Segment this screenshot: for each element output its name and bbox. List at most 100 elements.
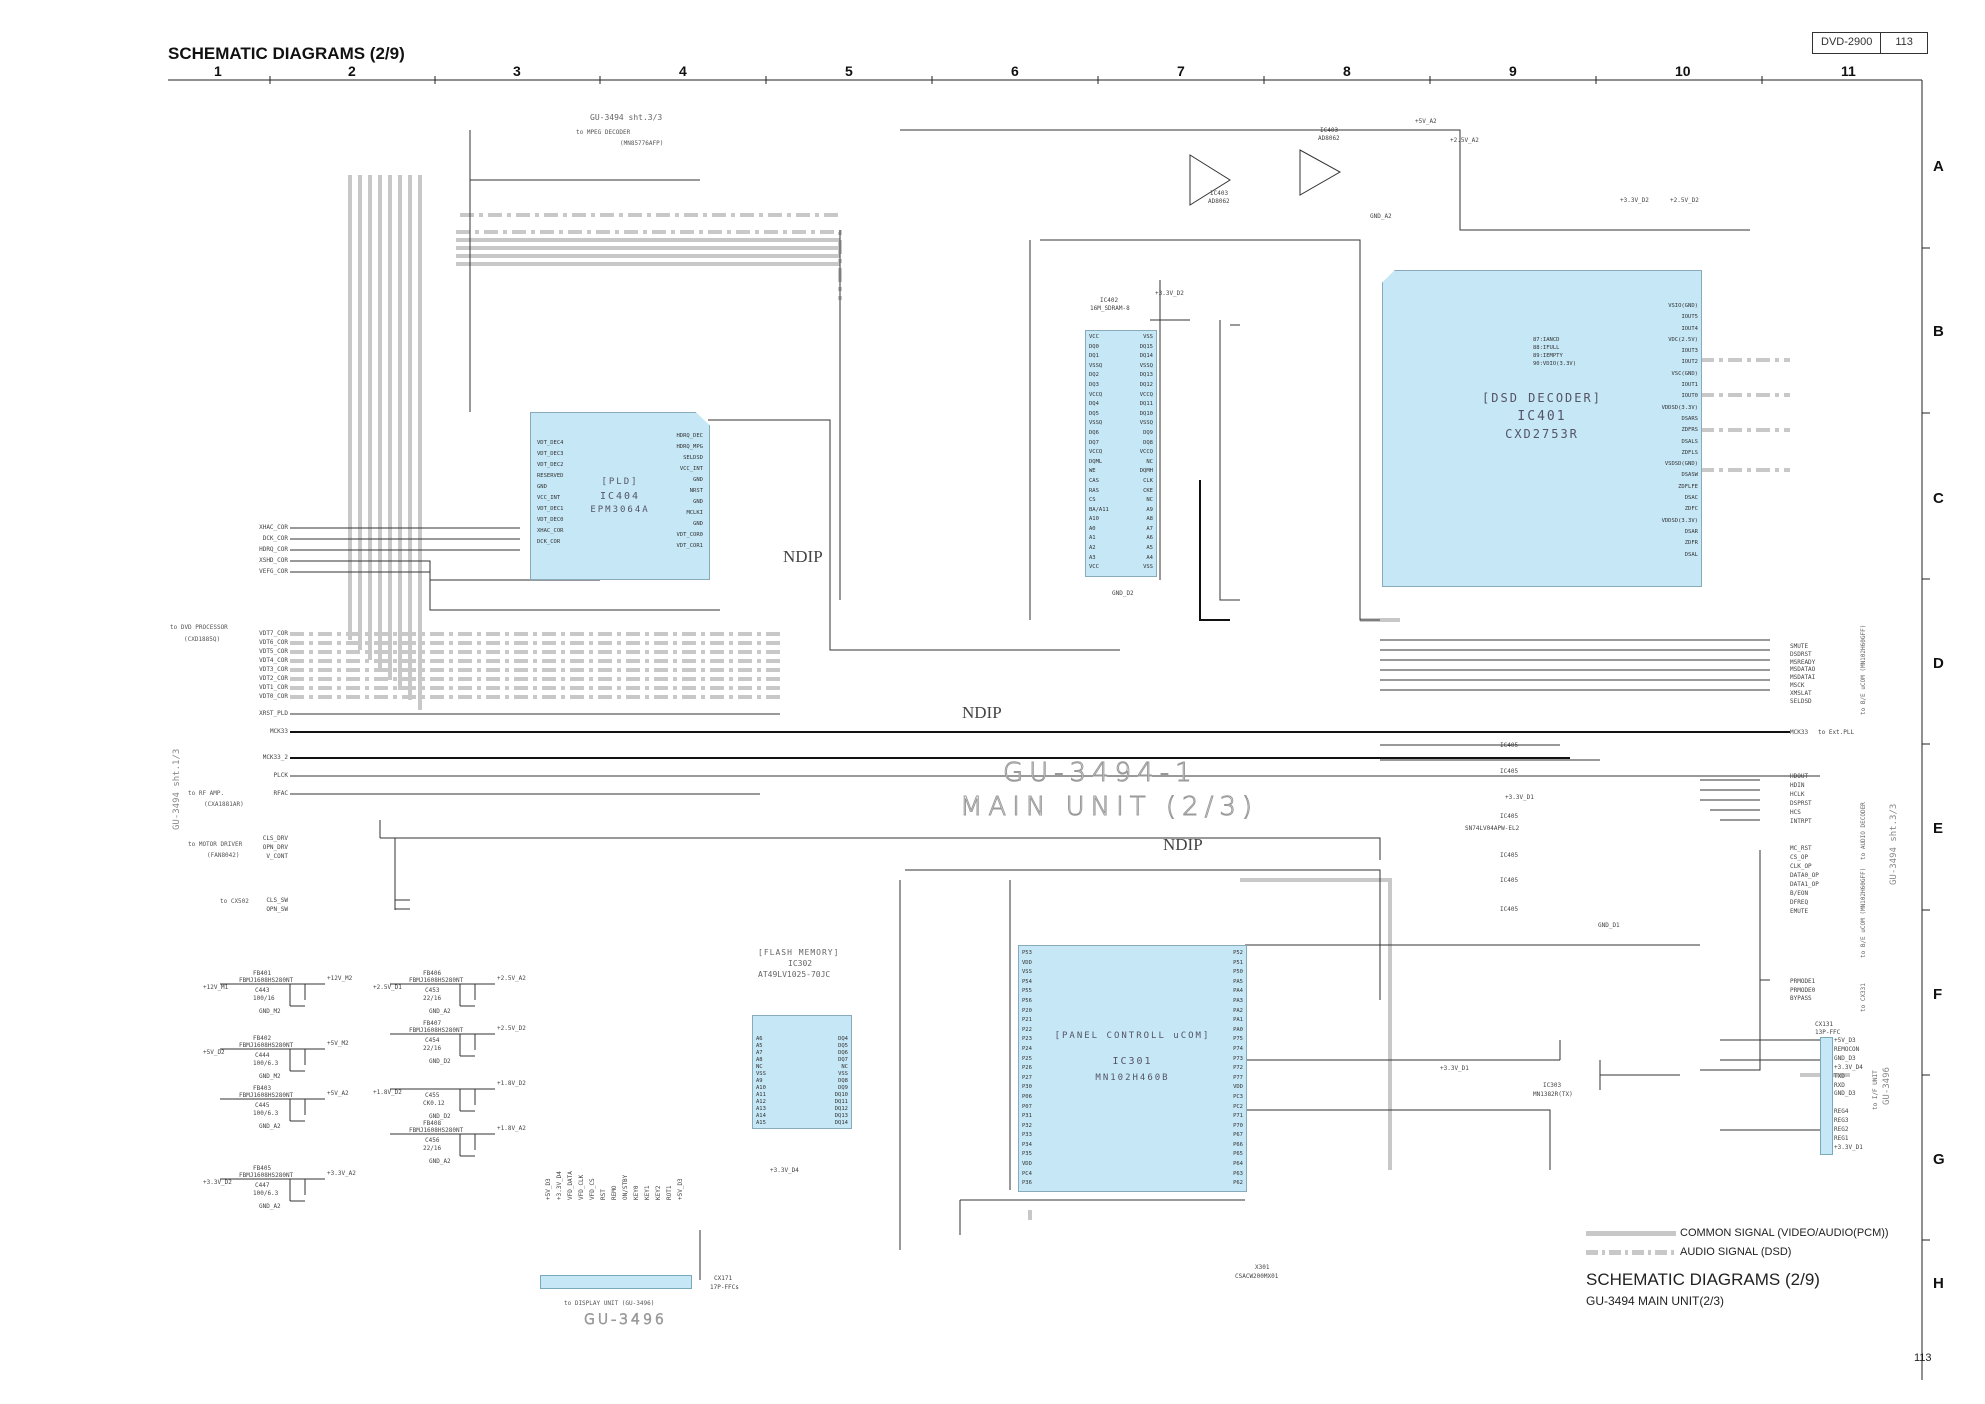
ferrite-bead-ref: FB403 (253, 1085, 272, 1092)
signal-port-label: HCS (1790, 809, 1801, 816)
pin-label: A11 (756, 1092, 766, 1098)
pin-label: P64 (1233, 1161, 1243, 1168)
ic302-function: [FLASH MEMORY] (758, 948, 840, 957)
pin-label: A1 (1089, 535, 1096, 542)
rail-in-label: +2.5V_D1 (373, 984, 402, 991)
capacitor-ref: C444 (255, 1052, 270, 1059)
capacitor-value: CK0.12 (423, 1100, 445, 1107)
pin-label: DQ10 (834, 1092, 848, 1098)
pin-label: WE (1089, 468, 1096, 475)
signal-port-label: VDT0_COR (259, 693, 288, 700)
pin-label: VDT_DEC1 (537, 506, 564, 512)
column-number: 3 (513, 63, 521, 79)
signal-port-label: CLK_OP (1790, 863, 1812, 870)
ic405-part: SN74LV04APW-EL2 (1465, 825, 1520, 832)
pin-label: DQ3 (1089, 381, 1099, 388)
signal-port-label: XRST_PLD (259, 710, 288, 717)
pin-label: GND (693, 499, 703, 505)
pin-label: GND (537, 484, 547, 490)
ground-label: GND_A2 (259, 1203, 281, 1210)
pin-label: A13 (756, 1106, 766, 1112)
dest-motor-driver-part: (FAN8042) (207, 852, 240, 859)
pin-label: VDD (1233, 1084, 1243, 1091)
connector-signal-label: KEY2 (655, 1185, 662, 1200)
pin-label: DQ2 (1089, 372, 1099, 379)
ferrite-bead-part: FBMJ1608HS280NT (239, 1172, 294, 1179)
capacitor-ref: C454 (425, 1037, 440, 1044)
ndip-label-2: NDIP (962, 703, 1002, 722)
pin-label: P33 (1022, 1132, 1032, 1139)
pin-label: 87:IANCD (1533, 337, 1560, 343)
pin-label: P50 (1233, 969, 1243, 976)
top-dest-part: (MN85776AFP) (620, 140, 664, 147)
pin-label: ZDFRS (1681, 427, 1698, 434)
pin-label: ZDFC (1684, 506, 1698, 513)
pin-label: P72 (1233, 1065, 1243, 1072)
signal-port-label: DATA0_OP (1790, 872, 1819, 879)
ground-label: GND_A2 (429, 1008, 451, 1015)
x301-ref: X301 (1255, 1264, 1270, 1271)
frame (168, 79, 1923, 1380)
legend-dsd-signal: AUDIO SIGNAL (DSD) (1586, 1246, 1791, 1258)
ic302-ref: IC302 (788, 959, 813, 968)
signal-port-label: PLCK (273, 772, 288, 779)
ic301-ref: IC301 (1112, 1056, 1153, 1067)
pin-label: VSS (1143, 564, 1153, 571)
signal-port-label: MCK33 (1790, 729, 1809, 736)
ground-label: GND_D2 (429, 1113, 451, 1120)
pin-label: VSS (838, 1071, 848, 1077)
ic405-ref-3: IC405 (1500, 813, 1519, 820)
capacitor-ref: C447 (255, 1182, 270, 1189)
ic402-ref: IC402 (1100, 297, 1119, 304)
pin-label: RESERVED (537, 473, 564, 479)
pin-label: VSS (756, 1071, 766, 1077)
gnd-d2-label: GND_D2 (1112, 590, 1134, 597)
pin-label: A10 (1089, 516, 1099, 523)
signal-port-label: VDT4_COR (259, 657, 288, 664)
pin-label: VSSQ (1139, 362, 1153, 369)
connector-pin-label: TXD (1834, 1072, 1845, 1080)
signal-port-label: MSREADY (1790, 658, 1816, 666)
dest-cx502: to CX502 (220, 898, 249, 905)
pin-label: DQ12 (834, 1106, 848, 1112)
connector-pin-label: REG2 (1834, 1126, 1849, 1133)
pin-label: A2 (1089, 545, 1096, 552)
connector-pin-label: +3.3V_D4 (1834, 1063, 1863, 1071)
pin-label: NC (1146, 497, 1153, 504)
capacitor-ref: C443 (255, 987, 270, 994)
connector-pin-label: REG4 (1834, 1108, 1849, 1116)
ground-label: GND_A2 (429, 1158, 451, 1165)
pin-label: VCCQ (1139, 449, 1153, 456)
pin-label: CKE (1143, 487, 1153, 494)
pin-label: DQ6 (838, 1050, 848, 1056)
ic403-part-a: AD8062 (1208, 198, 1230, 205)
pin-label: P75 (1233, 1036, 1243, 1043)
connector-pin-label: REG3 (1834, 1117, 1849, 1125)
connector-signal-label: VFD_DATA (567, 1171, 574, 1200)
legend-common-label: COMMON SIGNAL (VIDEO/AUDIO(PCM)) (1680, 1227, 1889, 1239)
ferrite-bead-part: FBMJ1608HS280NT (409, 1027, 464, 1034)
pin-label: BA/A11 (1089, 506, 1109, 513)
connector-pin-label: GND_D3 (1834, 1054, 1856, 1062)
pin-label: DSASW (1681, 472, 1698, 479)
signal-port-label: CLS_SW (266, 897, 288, 904)
row-letter: G (1933, 1151, 1945, 1168)
connector-signal-label: VFD_CS (589, 1178, 596, 1200)
dest-rf-amp: to RF AMP. (188, 790, 225, 797)
gnd-d1-label: GND_D1 (1598, 922, 1620, 929)
pin-label: NC (841, 1064, 848, 1070)
column-number: 4 (679, 63, 687, 79)
ic301-panel-ucom: [PANEL CONTROLL uCOM] IC301 MN102H460B P… (1018, 945, 1247, 1192)
pin-label: MCLKI (686, 510, 703, 516)
cx131-dest: to I/F UNIT (1872, 1070, 1879, 1110)
pin-label: VDC(2.5V) (1668, 336, 1698, 343)
pin-label: DQ12 (1139, 381, 1153, 388)
pin-label: P67 (1233, 1132, 1243, 1139)
pin-label: DQ10 (1139, 410, 1153, 417)
pin-label: P62 (1233, 1180, 1243, 1187)
signal-port-label: MSCK (1790, 682, 1805, 689)
pin-label: DQMH (1139, 468, 1153, 475)
page-number-top: 113 (1880, 33, 1927, 53)
